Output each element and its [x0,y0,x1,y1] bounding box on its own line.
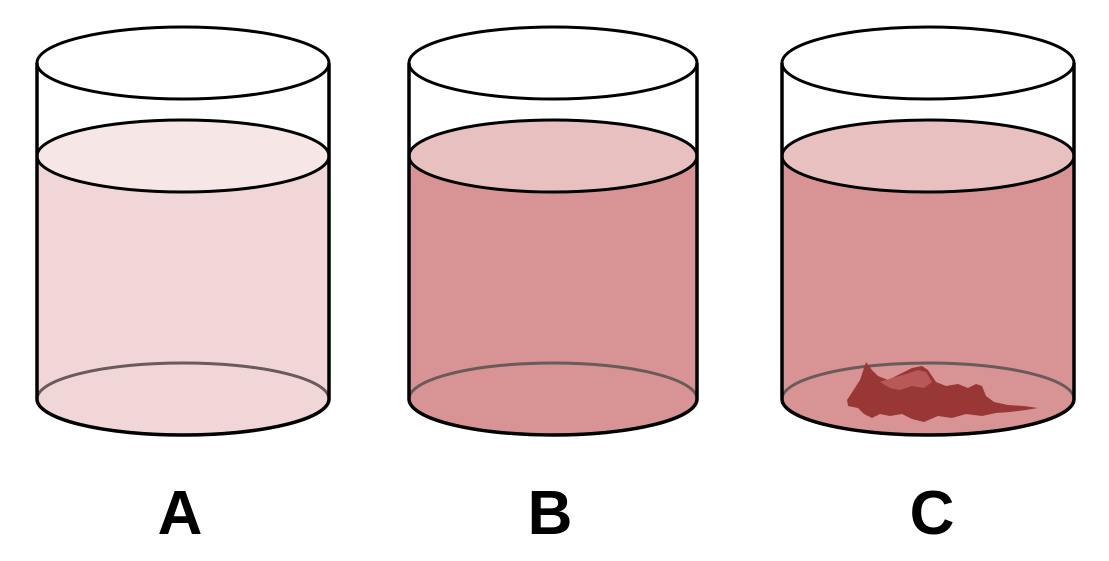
liquid-body [409,156,697,435]
beaker-outline [780,63,1076,437]
precipitate-base [847,362,1038,422]
liquid-surface [35,118,331,194]
precipitate [847,362,1038,422]
beaker-a: A [35,25,331,548]
liquid-surface [407,118,699,194]
liquid-surface [780,118,1076,194]
beaker-rim [780,25,1076,101]
beaker-label: C [910,479,955,548]
precipitate-highlight [880,370,932,390]
beaker-outline [407,63,699,437]
beaker-rim [35,25,331,101]
beaker-rim [407,25,699,101]
beaker-label: B [528,479,573,548]
beaker-label: A [158,479,203,548]
beaker-c: C [780,25,1076,548]
liquid-body [782,156,1074,435]
beaker-b: B [407,25,699,548]
liquid-body [37,156,329,435]
beaker-outline [35,63,331,437]
